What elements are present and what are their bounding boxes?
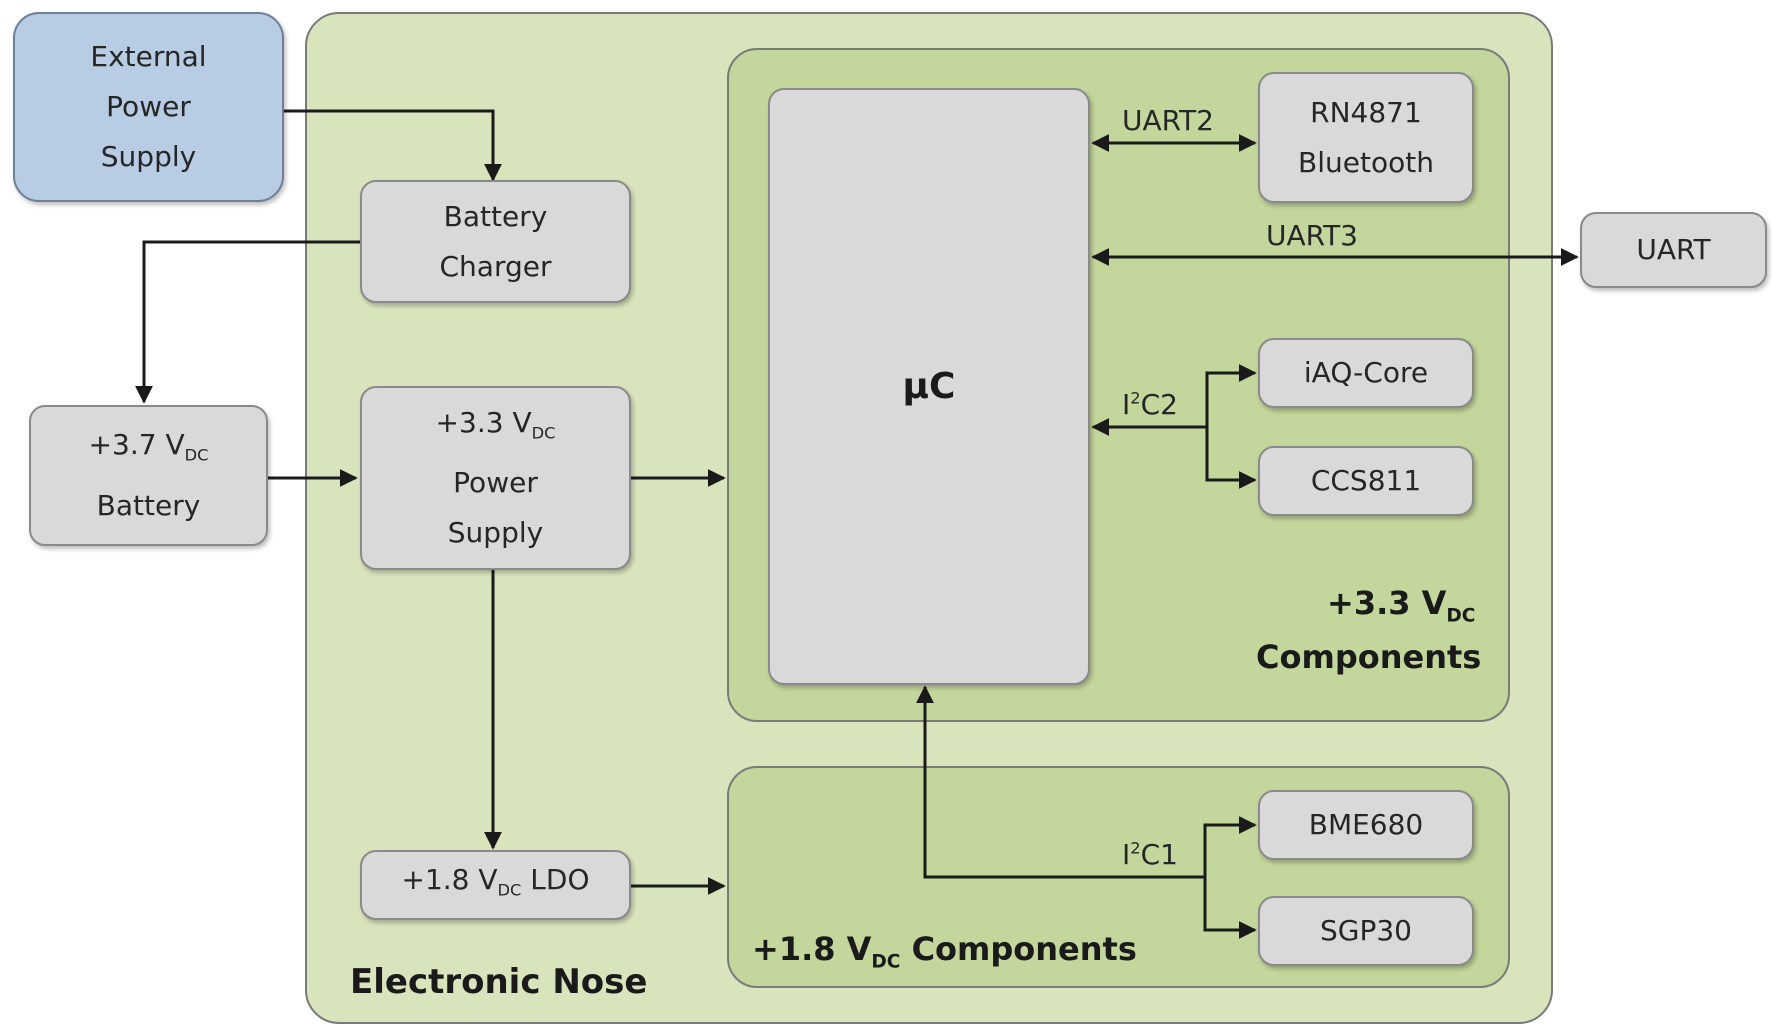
wire-i2c2-iaq — [1205, 364, 1257, 427]
components-3v3-voltage-label: +3.3 VDC — [1327, 584, 1476, 627]
external-power-line2: Power — [106, 90, 191, 123]
iaq-core-label: iAQ-Core — [1303, 356, 1429, 389]
bluetooth-line1: RN4871 — [1310, 95, 1422, 129]
microcontroller-label: µC — [902, 365, 956, 407]
i2c2-label: I2C2 — [1122, 388, 1178, 421]
external-power-supply-box: External Power Supply — [13, 12, 284, 202]
uart2-label: UART2 — [1122, 104, 1214, 137]
battery-charger-box: Battery Charger — [360, 180, 631, 303]
battery-charger-line1: Battery — [443, 199, 548, 233]
microcontroller-box: µC — [768, 88, 1090, 685]
iaq-core-box: iAQ-Core — [1258, 338, 1474, 408]
battery-box: +3.7 VDC Battery — [29, 405, 268, 546]
battery-charger-line2: Charger — [439, 249, 552, 283]
ccs811-label: CCS811 — [1310, 464, 1422, 497]
sgp30-box: SGP30 — [1258, 896, 1474, 966]
wire-charger-to-battery — [135, 240, 360, 404]
external-power-line1: External — [90, 40, 207, 73]
wire-i2c1-bme — [1203, 816, 1257, 877]
power-supply-line3: Supply — [447, 516, 544, 550]
wire-external-to-charger — [284, 109, 502, 182]
bluetooth-box: RN4871 Bluetooth — [1258, 72, 1474, 203]
battery-label: Battery — [96, 488, 201, 522]
uart3-label: UART3 — [1266, 219, 1358, 252]
power-supply-3v3-box: +3.3 VDC Power Supply — [360, 386, 631, 570]
external-power-line3: Supply — [100, 140, 197, 173]
wire-i2c1-bus — [916, 685, 1205, 879]
battery-voltage: +3.7 VDC — [88, 428, 209, 465]
ldo-1v8-box: +1.8 VDC LDO — [360, 850, 631, 920]
ldo-label: +1.8 VDC LDO — [401, 862, 590, 900]
wire-i2c1-sgp — [1203, 877, 1257, 939]
sgp30-label: SGP30 — [1320, 914, 1412, 947]
bluetooth-line2: Bluetooth — [1298, 145, 1434, 179]
components-1v8-title: +1.8 VDC Components — [752, 930, 1137, 973]
bme680-box: BME680 — [1258, 790, 1474, 860]
power-supply-line2: Power — [453, 466, 538, 500]
uart-external-label: UART — [1636, 233, 1711, 266]
uart-external-box: UART — [1580, 212, 1767, 288]
electronic-nose-title: Electronic Nose — [350, 962, 648, 1002]
i2c1-label: I2C1 — [1122, 838, 1178, 871]
ccs811-box: CCS811 — [1258, 446, 1474, 516]
components-3v3-title: Components — [1256, 638, 1482, 676]
bme680-label: BME680 — [1308, 808, 1424, 841]
wire-i2c2-ccs — [1205, 427, 1257, 489]
power-supply-voltage: +3.3 VDC — [435, 405, 556, 443]
